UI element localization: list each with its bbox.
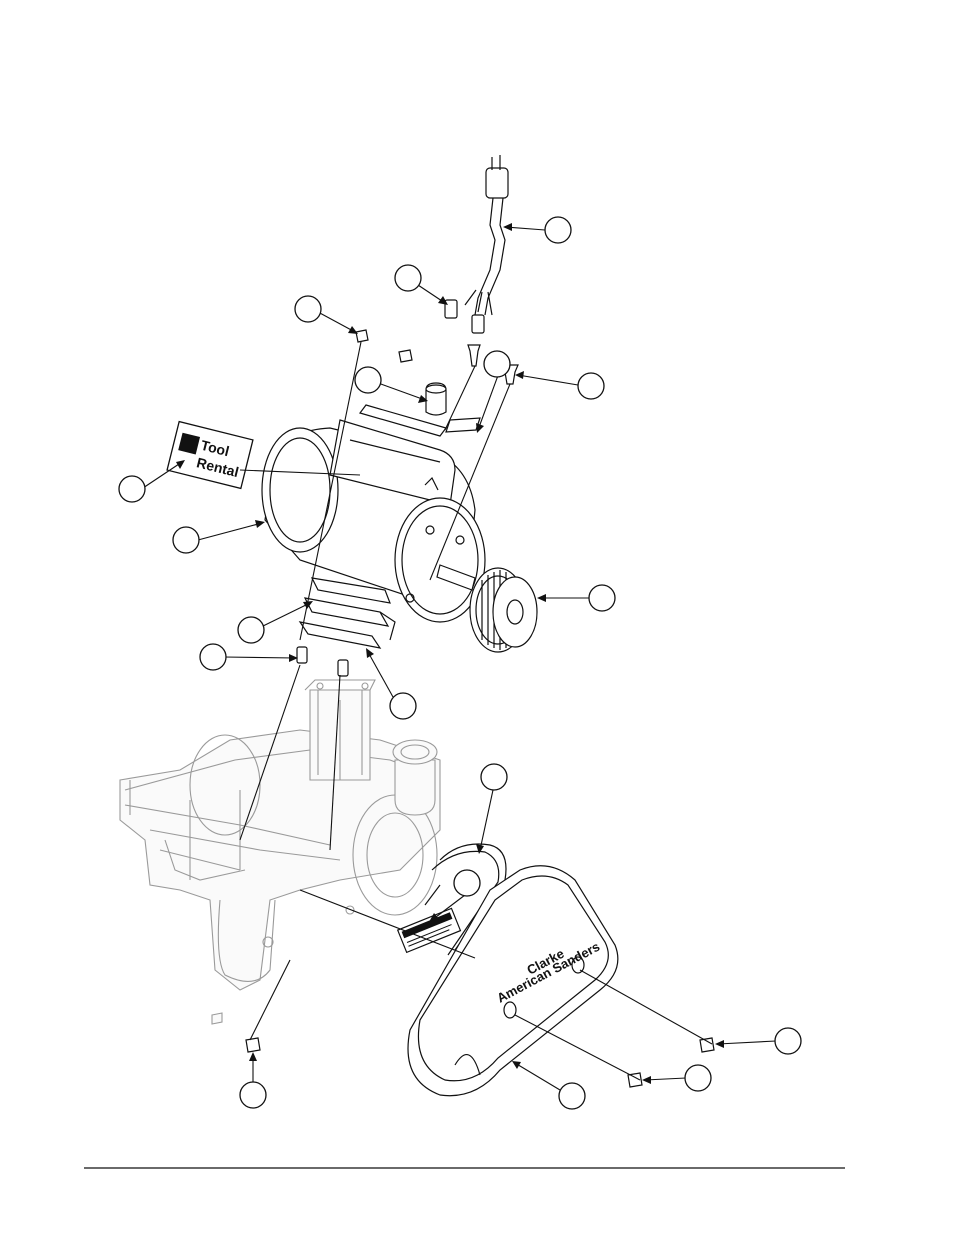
callout-bolt-top — [578, 373, 604, 399]
callout-nut-bottom — [240, 1082, 266, 1108]
callout-guard-screw-left — [685, 1065, 711, 1091]
callout-motor-plate — [238, 617, 264, 643]
callout-warning-decal — [454, 870, 480, 896]
callout-belt — [481, 764, 507, 790]
motor-plate-assembly — [297, 578, 395, 676]
callout-nut-top — [295, 296, 321, 322]
power-cord — [445, 155, 508, 333]
callout-strain-relief — [355, 367, 381, 393]
callout-belt-guard — [559, 1083, 585, 1109]
callout-pulley — [589, 585, 615, 611]
callout-cord — [545, 217, 571, 243]
sander-frame — [120, 680, 440, 1024]
callout-guard-screw-right — [775, 1028, 801, 1054]
callout-screw-top — [484, 351, 510, 377]
callout-tool-rental-decal — [119, 476, 145, 502]
callout-motor — [173, 527, 199, 553]
pulley — [470, 568, 537, 652]
tool-rental-decal: Tool Rental — [167, 422, 253, 489]
callout-wire-nut — [395, 265, 421, 291]
callout-shim — [390, 693, 416, 719]
callout-stud — [200, 644, 226, 670]
warning-decal — [398, 908, 461, 952]
